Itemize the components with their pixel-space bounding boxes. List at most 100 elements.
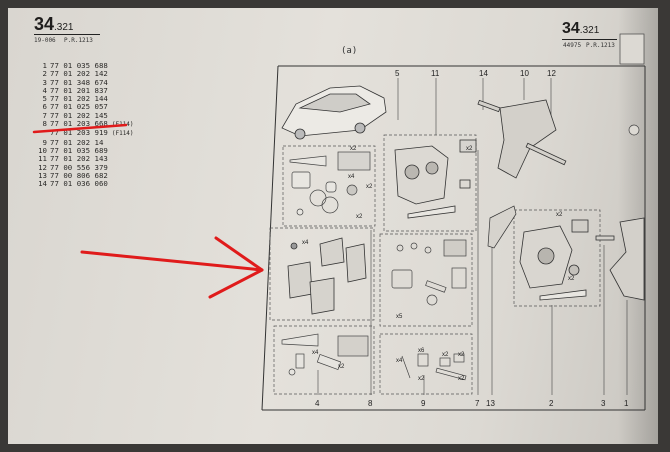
callout-11: 11 <box>431 69 440 78</box>
callout-10: 10 <box>520 69 529 78</box>
parts-row-index: 5 <box>42 94 47 104</box>
parts-row-index: 13 <box>38 170 47 180</box>
underline-highlight <box>32 123 128 134</box>
red-annotations <box>32 123 264 299</box>
parts-row-ref: 77 01 202 14 <box>50 137 104 147</box>
parts-row-index: 10 <box>38 145 47 155</box>
parts-row-index: 8 <box>42 119 47 129</box>
svg-text:x5: x5 <box>396 314 403 320</box>
callout-2: 2 <box>549 399 554 408</box>
parts-row-ref: 77 01 035 689 <box>50 145 108 155</box>
callout-9: 9 <box>421 399 426 408</box>
callout-8: 8 <box>368 399 373 408</box>
parts-row-index: 1 <box>42 61 47 70</box>
svg-text:x2: x2 <box>458 352 465 358</box>
parts-row-ref: 77 01 202 143 <box>50 154 108 164</box>
svg-text:x2: x2 <box>442 352 449 358</box>
right-page-number: 34.321 <box>562 20 600 37</box>
callout-3: 3 <box>601 399 606 408</box>
right-caliper <box>519 219 589 301</box>
figure-label: (a) <box>341 46 358 56</box>
left-header-code: 19-006 <box>34 37 56 44</box>
left-header-pr: P.R.1213 <box>64 37 93 44</box>
svg-text:x4: x4 <box>396 358 403 364</box>
car-illustration <box>281 85 387 140</box>
parts-row-ref: 77 01 202 145 <box>50 110 108 120</box>
callout-7: 7 <box>475 399 480 408</box>
right-header-pr: P.R.1213 <box>586 42 615 49</box>
callout-leaders <box>317 78 628 395</box>
svg-text:x6: x6 <box>418 348 425 354</box>
svg-text:x2: x2 <box>338 364 345 370</box>
parts-row-ref: 77 01 202 142 <box>50 69 108 79</box>
caliper-bracket <box>477 99 567 179</box>
bottom-middle-kit <box>401 353 467 381</box>
right-header-rule <box>562 39 617 40</box>
parts-row-ref: 77 01 025 057 <box>50 102 108 112</box>
parts-row-ref: 77 01 036 060 <box>50 179 108 189</box>
guide-plate <box>487 205 517 249</box>
svg-text:x4: x4 <box>348 174 355 180</box>
hardware-kit <box>391 239 467 306</box>
parts-row-index: 6 <box>42 102 47 112</box>
kit-parts-top-left <box>289 151 371 216</box>
left-header-rule <box>34 34 100 35</box>
right-header-code: 44975 <box>563 42 582 49</box>
parts-row-index: 14 <box>38 179 47 189</box>
bottom-left-kit <box>281 333 369 376</box>
svg-text:x4: x4 <box>302 240 309 246</box>
brake-pads <box>287 237 367 315</box>
parts-row-ref: 77 00 556 379 <box>50 162 108 172</box>
svg-text:x2: x2 <box>356 214 363 220</box>
parts-row-index: 3 <box>42 77 47 87</box>
svg-text:x2: x2 <box>418 376 425 382</box>
svg-text:x2: x2 <box>458 376 465 382</box>
parts-row-ref: 77 01 203 668 <box>50 119 108 129</box>
callout-1: 1 <box>624 399 629 408</box>
parts-row-ref: 77 01 348 674 <box>50 77 108 87</box>
parts-row-ref: 77 01 201 837 <box>50 85 108 95</box>
parts-row: 77 01 203 919(F114) <box>38 129 134 138</box>
parts-row-note: (F114) <box>111 130 134 138</box>
callout-13: 13 <box>486 399 495 408</box>
quantity-labels: x2 x4 x2 x2 x4 x2 x5 x4 x6 x2 x2 x4 x2 x… <box>302 146 575 382</box>
parts-row-ref: 77 01 202 144 <box>50 94 108 104</box>
svg-text:x2: x2 <box>350 146 357 152</box>
parts-row-index: 4 <box>42 85 47 95</box>
parts-row-ref: 77 00 806 682 <box>50 170 108 180</box>
component-boxes <box>269 134 601 395</box>
parts-row-ref: 77 01 203 919 <box>50 128 108 138</box>
svg-text:x2: x2 <box>568 276 575 282</box>
svg-text:x2: x2 <box>466 146 473 152</box>
svg-text:x4: x4 <box>312 350 319 356</box>
parts-row-index: 12 <box>38 162 47 172</box>
parts-row-index: 2 <box>42 69 47 79</box>
svg-text:x2: x2 <box>556 212 563 218</box>
left-page-number: 34.321 <box>34 14 74 34</box>
parts-row-index: 11 <box>38 154 47 164</box>
caliper-assembly <box>394 139 477 219</box>
parts-row-index: 9 <box>42 137 47 147</box>
right-edge-thumbnails <box>619 33 645 136</box>
callout-4: 4 <box>315 399 320 408</box>
parts-row-ref: 77 01 035 688 <box>50 61 108 70</box>
callout-5: 5 <box>395 69 400 78</box>
callout-12: 12 <box>547 69 556 78</box>
right-bracket <box>595 217 645 301</box>
red-arrow-shaft <box>80 250 264 272</box>
